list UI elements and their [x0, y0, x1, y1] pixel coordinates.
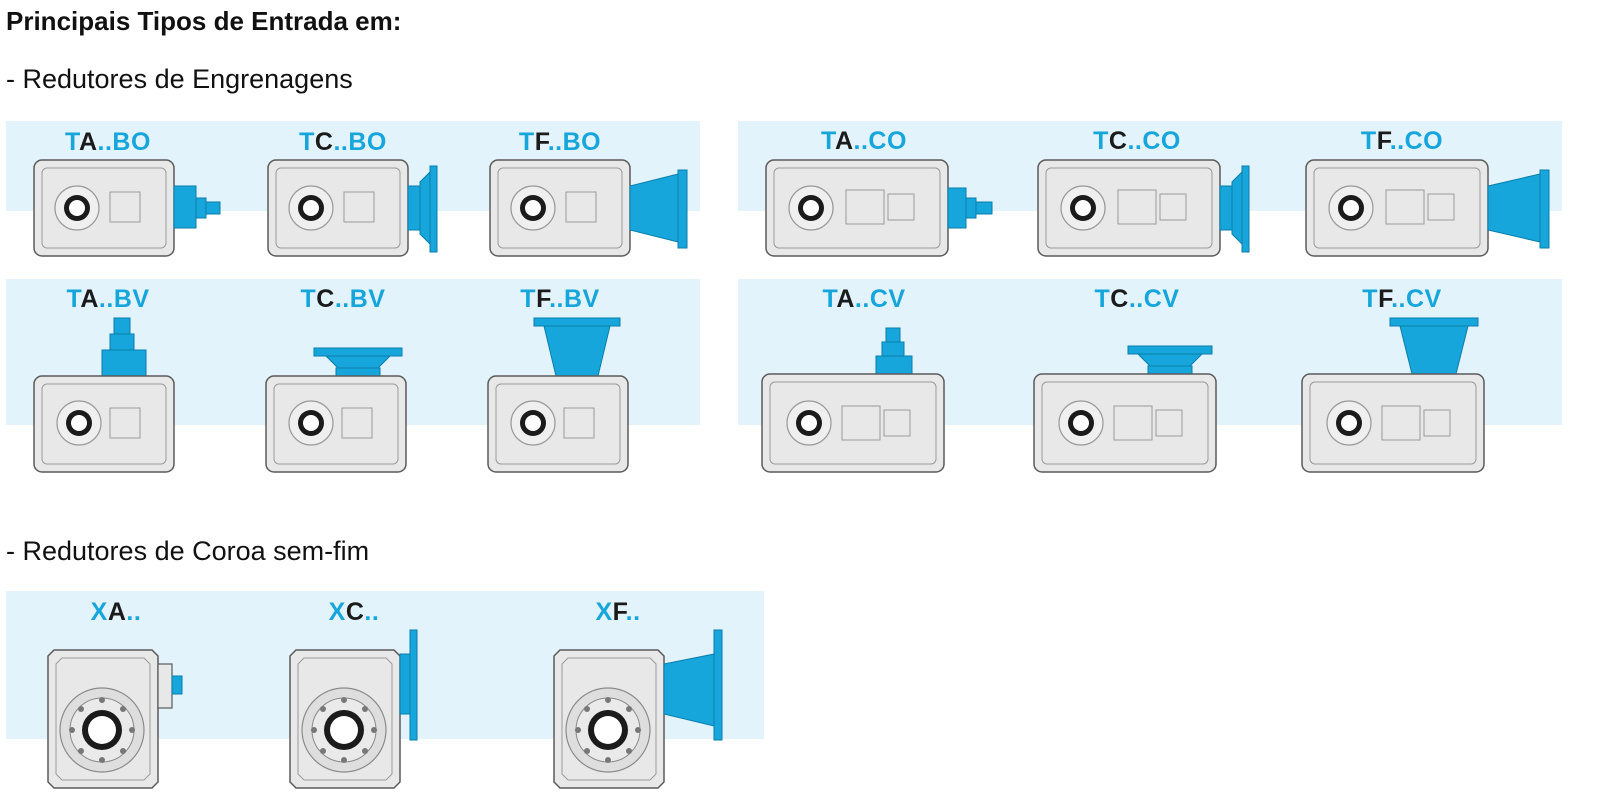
- unit-label: TC..BO: [299, 128, 387, 156]
- gearbox-ta-bv-drawing: [33, 317, 175, 473]
- gearbox-tf-bv-drawing: [487, 317, 629, 473]
- section-gear-reducers: - Redutores de Engrenagens: [6, 64, 353, 94]
- unit-label: XA..: [90, 598, 142, 626]
- unit-label: TF..BV: [520, 285, 600, 313]
- unit-label: XF..: [595, 598, 641, 626]
- unit-label: TC..BV: [300, 285, 386, 313]
- section-worm-reducers: - Redutores de Coroa sem-fim: [6, 536, 370, 566]
- gearbox-ta-cv-drawing: [761, 327, 945, 473]
- gearbox-ta-co-drawing: [765, 159, 993, 257]
- unit-label: TF..CO: [1360, 127, 1444, 155]
- gearbox-tf-co-drawing: [1305, 159, 1550, 257]
- unit-label: TA..CO: [821, 127, 907, 155]
- wormbox-xa-drawing: [47, 649, 183, 789]
- gearbox-tc-bo-drawing: [267, 159, 438, 257]
- unit-label: TC..CV: [1094, 285, 1180, 313]
- gearbox-tc-bv-drawing: [265, 347, 407, 473]
- gearbox-ta-bo-drawing: [33, 159, 221, 257]
- unit-label: TC..CO: [1093, 127, 1181, 155]
- wormbox-xf-drawing: [553, 629, 723, 789]
- gearbox-tf-bo-drawing: [489, 159, 688, 257]
- page-title: Principais Tipos de Entrada em:: [6, 6, 402, 36]
- gearbox-tf-cv-drawing: [1301, 317, 1485, 473]
- unit-label: TA..BO: [65, 128, 151, 156]
- unit-label: TF..BO: [518, 128, 602, 156]
- wormbox-xc-drawing: [289, 629, 418, 789]
- unit-label: TA..BV: [66, 285, 150, 313]
- gearbox-tc-co-drawing: [1037, 159, 1250, 257]
- unit-label: XC..: [328, 598, 380, 626]
- unit-label: TA..CV: [822, 285, 906, 313]
- unit-label: TF..CV: [1362, 285, 1442, 313]
- gearbox-tc-cv-drawing: [1033, 345, 1217, 473]
